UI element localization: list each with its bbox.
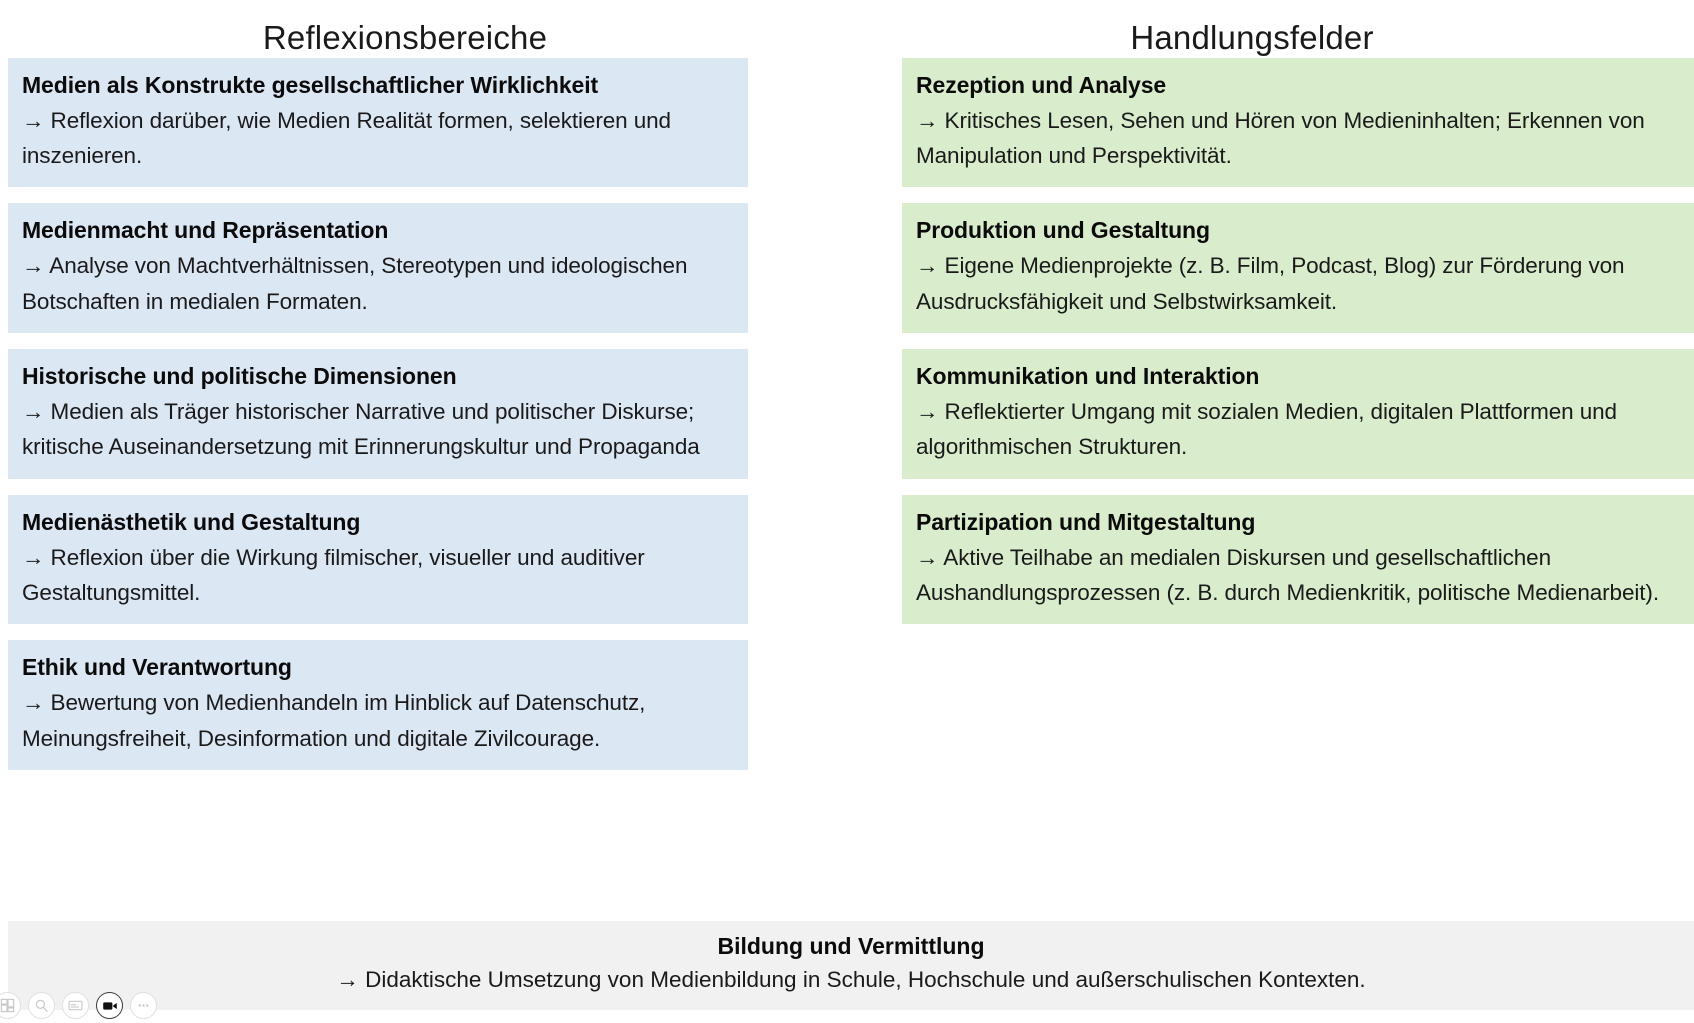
card-ethik-und-verantwortung[interactable]: Ethik und Verantwortung → Bewertung von … [8,640,748,770]
card-description: → Analyse von Machtverhältnissen, Stereo… [22,253,688,314]
card-title: Partizipation und Mitgestaltung [916,508,1256,535]
video-camera-icon[interactable] [96,992,123,1019]
card-description: → Bewertung von Medienhandeln im Hinblic… [22,690,646,751]
more-options-icon[interactable] [130,992,157,1019]
card-description: → Didaktische Umsetzung von Medienbildun… [336,967,1366,992]
card-medienmacht-und-repraesentation[interactable]: Medienmacht und Repräsentation → Analyse… [8,203,748,333]
card-bildung-und-vermittlung[interactable]: Bildung und Vermittlung → Didaktische Um… [8,921,1694,1010]
page-title-reflexionsbereiche: Reflexionsbereiche [262,19,548,56]
card-title: Bildung und Vermittlung [717,933,985,959]
card-description: → Aktive Teilhabe an medialen Diskursen … [916,544,1659,605]
page-title-handlungsfelder: Handlungsfelder [1130,19,1374,56]
content-columns: Medien als Konstrukte gesellschaftlicher… [0,57,1694,786]
column-headers: Reflexionsbereiche Handlungsfelder [0,0,1694,58]
card-title: Medienästhetik und Gestaltung [22,508,361,535]
card-title: Historische und politische Dimensionen [22,362,457,389]
caption-icon[interactable] [62,992,89,1019]
column-reflexionsbereiche: Medien als Konstrukte gesellschaftlicher… [0,57,810,786]
column-handlungsfelder: Rezeption und Analyse → Kritisches Lesen… [810,57,1694,641]
duplicate-icon[interactable] [0,992,21,1019]
card-medien-als-konstrukte[interactable]: Medien als Konstrukte gesellschaftlicher… [8,57,748,188]
card-produktion-und-gestaltung[interactable]: Produktion und Gestaltung → Eigene Medie… [902,203,1694,333]
card-description: → Medien als Träger historischer Narrati… [22,398,700,460]
card-title: Medienmacht und Repräsentation [22,217,389,244]
floating-toolbar [0,992,157,1019]
card-historische-und-politische-dimensionen[interactable]: Historische und politische Dimensionen →… [8,348,748,479]
card-description: → Reflexion über die Wirkung filmischer,… [22,544,645,605]
card-title: Medien als Konstrukte gesellschaftlicher… [22,71,599,98]
card-description: → Reflexion darüber, wie Medien Realität… [22,107,671,168]
card-description: → Kritisches Lesen, Sehen und Hören von … [916,107,1645,168]
card-description: → Eigene Medienprojekte (z. B. Film, Pod… [916,253,1625,314]
card-description: → Reflektierter Umgang mit sozialen Medi… [916,398,1617,460]
card-title: Rezeption und Analyse [916,71,1167,98]
card-medienaesthetik-und-gestaltung[interactable]: Medienästhetik und Gestaltung → Reflexio… [8,494,748,625]
card-title: Produktion und Gestaltung [916,217,1210,244]
card-kommunikation-und-interaktion[interactable]: Kommunikation und Interaktion → Reflekti… [902,348,1694,479]
card-partizipation-und-mitgestaltung[interactable]: Partizipation und Mitgestaltung → Aktive… [902,494,1694,625]
card-title: Kommunikation und Interaktion [916,362,1260,389]
search-icon[interactable] [28,992,55,1019]
card-title: Ethik und Verantwortung [22,654,292,681]
card-rezeption-und-analyse[interactable]: Rezeption und Analyse → Kritisches Lesen… [902,57,1694,188]
